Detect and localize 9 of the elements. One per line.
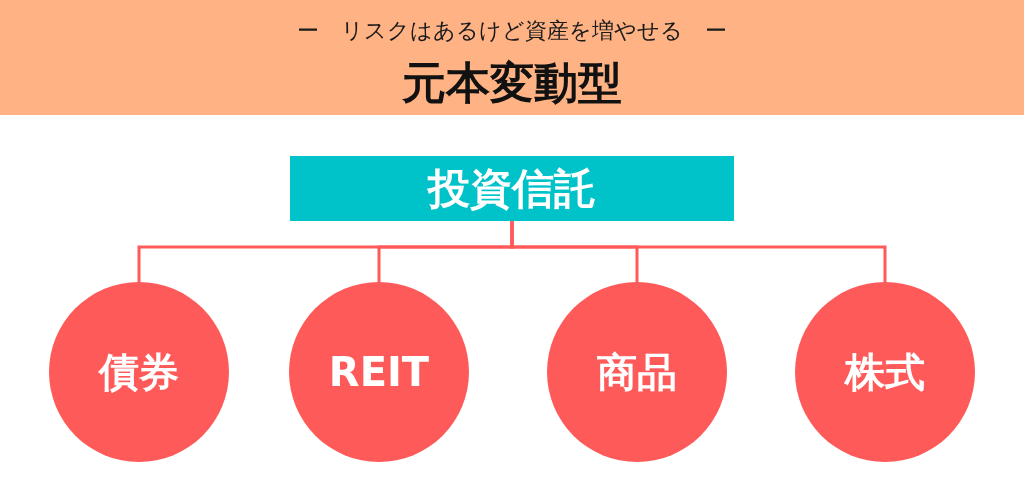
asset-circle: 商品 — [547, 282, 727, 462]
heading-text: 元本変動型 — [402, 58, 622, 109]
header-band — [0, 0, 1024, 115]
asset-circle: REIT — [289, 282, 469, 462]
subtitle-text: ー リスクはあるけど資産を増やせる ー — [297, 18, 727, 44]
asset-circle: 債券 — [49, 282, 229, 462]
category-box: 投資信託 — [290, 156, 734, 221]
connector-line — [510, 221, 887, 282]
asset-circle: 株式 — [795, 282, 975, 462]
